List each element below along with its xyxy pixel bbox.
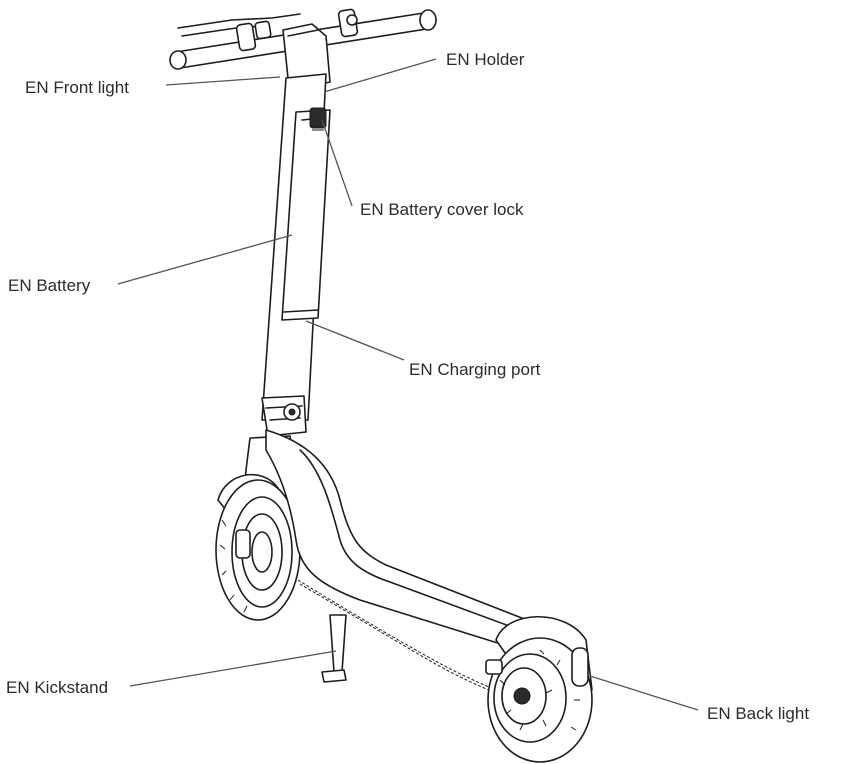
front-wheel — [215, 479, 301, 621]
scooter-drawing — [169, 8, 593, 763]
labels: EN Front light EN Holder EN Battery cove… — [6, 50, 809, 723]
label-battery-cover-lock: EN Battery cover lock — [360, 200, 524, 219]
label-front-light: EN Front light — [25, 78, 129, 97]
leader-lines — [117, 58, 699, 711]
rear-wheel — [485, 615, 593, 763]
leader-back-light — [589, 675, 699, 711]
leader-holder — [323, 58, 437, 93]
stem — [261, 73, 331, 421]
leader-kickstand — [129, 650, 337, 687]
label-charging-port: EN Charging port — [409, 360, 541, 379]
label-kickstand: EN Kickstand — [6, 678, 108, 697]
label-back-light: EN Back light — [707, 704, 809, 723]
folding-clamp — [261, 395, 307, 437]
leader-charging-port — [305, 320, 405, 361]
label-holder: EN Holder — [446, 50, 525, 69]
label-battery: EN Battery — [8, 276, 91, 295]
leader-front-light — [165, 76, 281, 86]
leader-battery-cover-lock — [321, 119, 353, 207]
leader-battery — [117, 234, 293, 285]
kickstand — [321, 614, 347, 683]
